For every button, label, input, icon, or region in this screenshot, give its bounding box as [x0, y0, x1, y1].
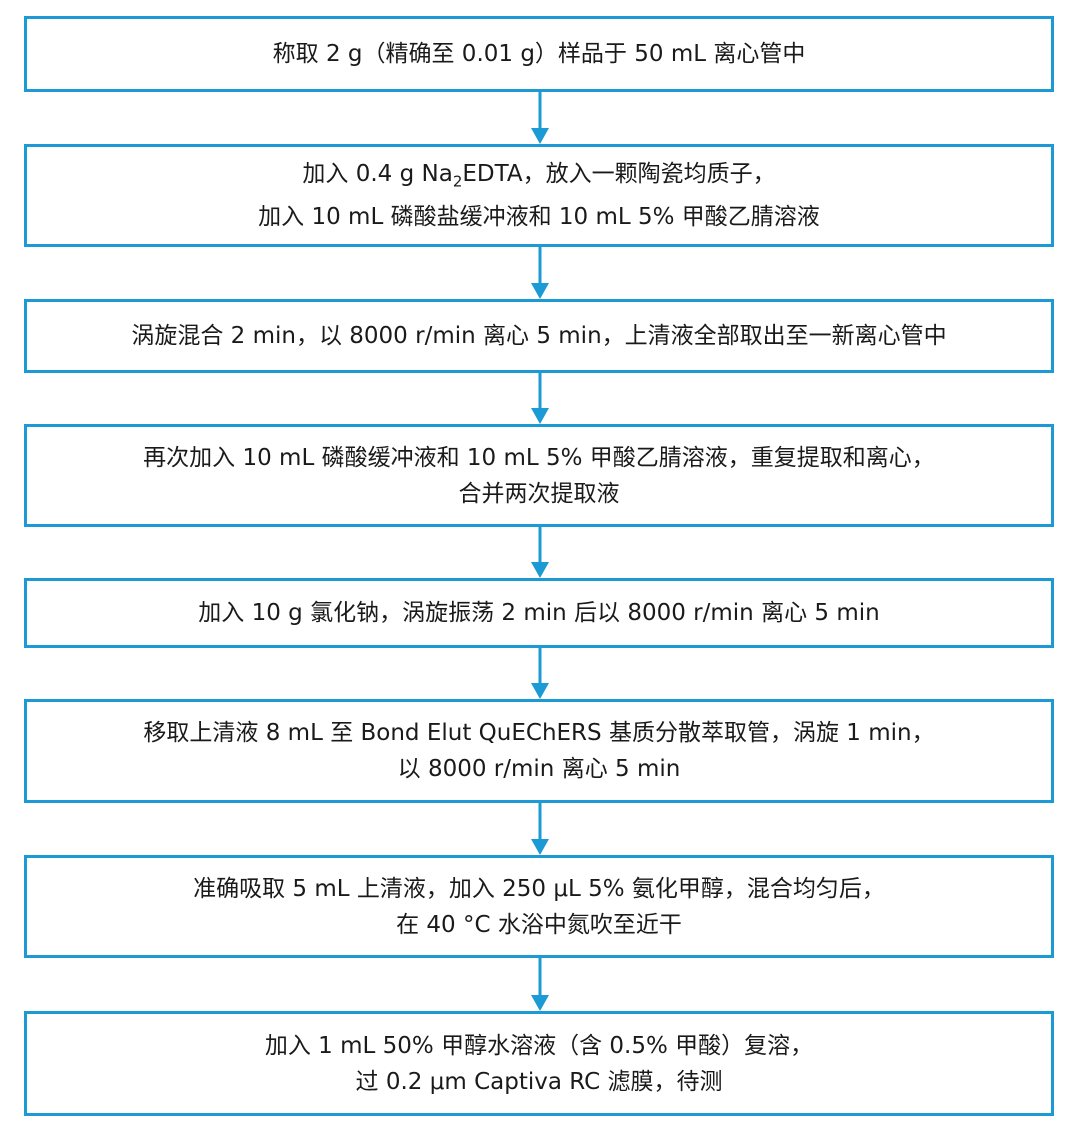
- arrow-5-6: [528, 648, 552, 699]
- step-5-line-1: 加入 10 g 氯化钠，涡旋振荡 2 min 后以 8000 r/min 离心 …: [198, 600, 880, 626]
- arrow-7-8: [528, 958, 552, 1011]
- step-4-line-1: 再次加入 10 mL 磷酸缓冲液和 10 mL 5% 甲酸乙腈溶液，重复提取和离…: [143, 444, 935, 471]
- step-1-line-1: 称取 2 g（精确至 0.01 g）样品于 50 mL 离心管中: [272, 41, 806, 67]
- step-1-box: 称取 2 g（精确至 0.01 g）样品于 50 mL 离心管中: [24, 16, 1054, 92]
- step-3-line-1: 涡旋混合 2 min，以 8000 r/min 离心 5 min，上清液全部取出…: [131, 323, 947, 349]
- step-2-line-2: 加入 10 mL 磷酸盐缓冲液和 10 mL 5% 甲酸乙腈溶液: [258, 204, 820, 231]
- down-arrow-icon: [531, 527, 549, 578]
- down-arrow-icon: [531, 803, 549, 855]
- step-7-box: 准确吸取 5 mL 上清液，加入 250 μL 5% 氨化甲醇，混合均匀后， 在…: [24, 855, 1054, 958]
- down-arrow-icon: [531, 958, 549, 1011]
- step-3-box: 涡旋混合 2 min，以 8000 r/min 离心 5 min，上清液全部取出…: [24, 299, 1054, 373]
- arrow-head: [531, 408, 549, 424]
- arrow-head: [531, 839, 549, 855]
- step-8-line-1: 加入 1 mL 50% 甲醇水溶液（含 0.5% 甲酸）复溶，: [264, 1032, 814, 1059]
- arrow-head: [531, 683, 549, 699]
- step-2-line-1-part-b: EDTA，放入一颗陶瓷均质子，: [462, 160, 776, 187]
- arrow-head: [531, 562, 549, 578]
- step-8-box: 加入 1 mL 50% 甲醇水溶液（含 0.5% 甲酸）复溶， 过 0.2 μm…: [24, 1011, 1054, 1116]
- step-8-line-2: 过 0.2 μm Captiva RC 滤膜，待测: [355, 1068, 723, 1095]
- arrow-head: [531, 283, 549, 299]
- arrow-6-7: [528, 803, 552, 855]
- step-2-line-1: 加入 0.4 g Na2EDTA，放入一颗陶瓷均质子，: [302, 156, 775, 200]
- down-arrow-icon: [531, 92, 549, 144]
- down-arrow-icon: [531, 247, 549, 299]
- step-7-line-1: 准确吸取 5 mL 上清液，加入 250 μL 5% 氨化甲醇，混合均匀后，: [193, 875, 885, 902]
- step-2-subscript: 2: [452, 172, 463, 191]
- step-2-line-1-part-a: 加入 0.4 g Na: [302, 160, 453, 187]
- arrow-head: [531, 128, 549, 144]
- step-7-line-2: 在 40 °C 水浴中氮吹至近干: [396, 911, 682, 938]
- step-6-line-1: 移取上清液 8 mL 至 Bond Elut QuEChERS 基质分散萃取管，…: [143, 720, 935, 746]
- step-6-line-2: 以 8000 r/min 离心 5 min: [397, 756, 681, 782]
- arrow-4-5: [528, 527, 552, 578]
- down-arrow-icon: [531, 373, 549, 424]
- arrow-1-2: [528, 92, 552, 144]
- step-2-box: 加入 0.4 g Na2EDTA，放入一颗陶瓷均质子， 加入 10 mL 磷酸盐…: [24, 144, 1054, 247]
- step-5-box: 加入 10 g 氯化钠，涡旋振荡 2 min 后以 8000 r/min 离心 …: [24, 578, 1054, 648]
- step-4-box: 再次加入 10 mL 磷酸缓冲液和 10 mL 5% 甲酸乙腈溶液，重复提取和离…: [24, 424, 1054, 527]
- arrow-3-4: [528, 373, 552, 424]
- step-6-box: 移取上清液 8 mL 至 Bond Elut QuEChERS 基质分散萃取管，…: [24, 699, 1054, 803]
- arrow-2-3: [528, 247, 552, 299]
- step-4-line-2: 合并两次提取液: [458, 480, 620, 507]
- arrow-head: [531, 995, 549, 1011]
- down-arrow-icon: [531, 648, 549, 699]
